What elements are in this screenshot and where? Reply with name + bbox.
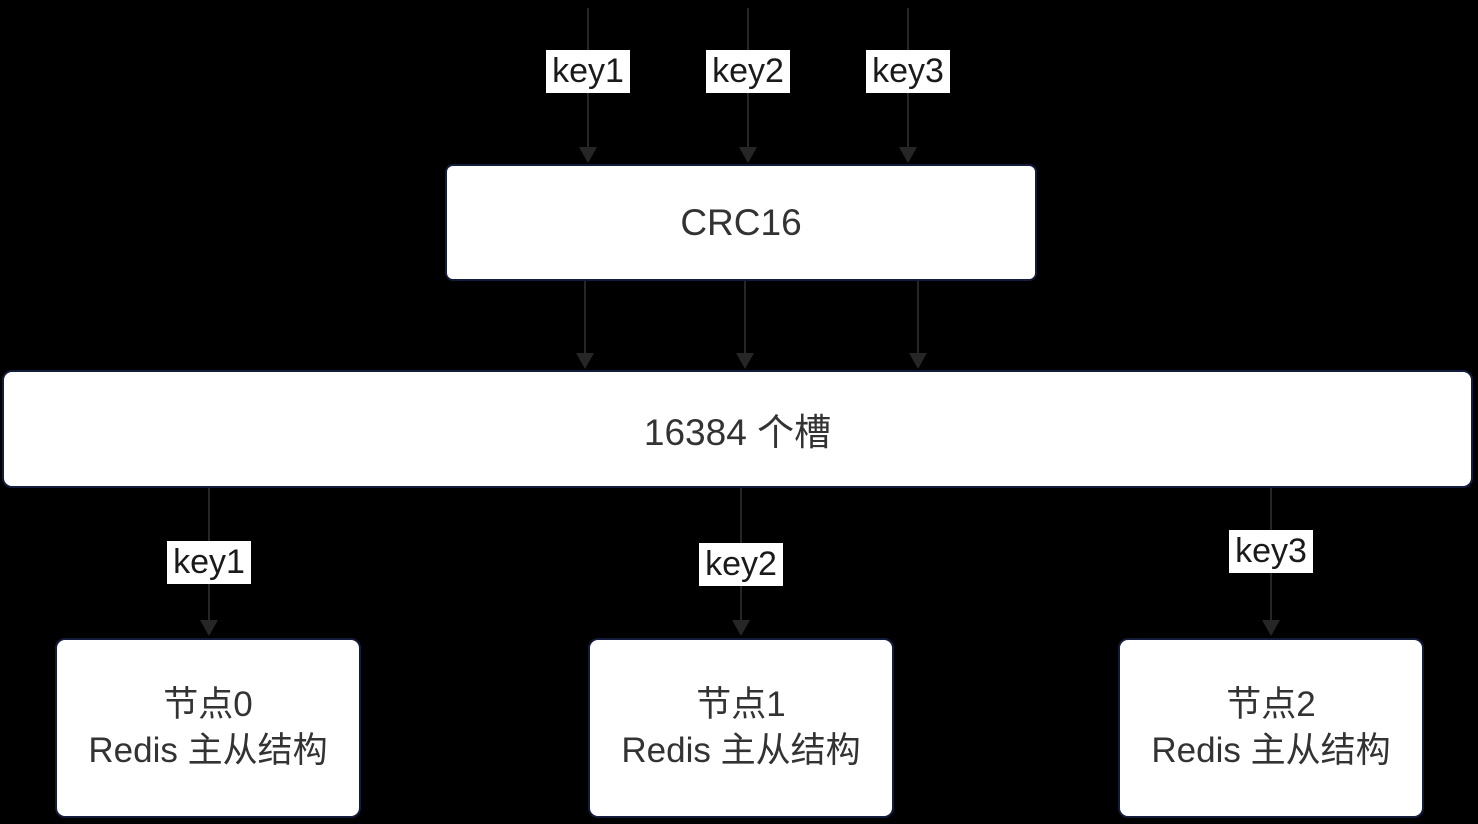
arrowhead-down-icon	[736, 353, 754, 369]
node1-box: 节点1 Redis 主从结构	[588, 638, 894, 818]
key3-label-bottom: key3	[1229, 530, 1313, 573]
arrowhead-down-icon	[739, 147, 757, 163]
node2-box: 节点2 Redis 主从结构	[1118, 638, 1424, 818]
crc16-box: CRC16	[445, 164, 1037, 281]
arrowhead-down-icon	[579, 147, 597, 163]
key1-label-top: key1	[546, 50, 630, 93]
node0-name: 节点0	[163, 684, 253, 724]
arrow-crc16-to-slots-2	[744, 281, 746, 355]
crc16-box-label: CRC16	[680, 201, 802, 243]
node1-desc: Redis 主从结构	[621, 731, 861, 770]
arrowhead-down-icon	[732, 620, 750, 636]
key3-label-top: key3	[866, 50, 950, 93]
node0-desc: Redis 主从结构	[88, 731, 328, 770]
key1-label-bottom: key1	[167, 541, 251, 584]
slots-box-label: 16384 个槽	[643, 412, 832, 453]
key2-label-bottom: key2	[699, 543, 783, 586]
node1-name: 节点1	[696, 684, 786, 724]
arrowhead-down-icon	[200, 620, 218, 636]
arrow-crc16-to-slots-3	[917, 281, 919, 355]
arrowhead-down-icon	[909, 353, 927, 369]
slots-box: 16384 个槽	[2, 370, 1473, 488]
arrow-crc16-to-slots-1	[584, 281, 586, 355]
arrowhead-down-icon	[899, 147, 917, 163]
node2-name: 节点2	[1226, 684, 1316, 724]
key2-label-top: key2	[706, 50, 790, 93]
node2-desc: Redis 主从结构	[1151, 731, 1391, 770]
node0-box: 节点0 Redis 主从结构	[55, 638, 361, 818]
arrowhead-down-icon	[1262, 620, 1280, 636]
arrowhead-down-icon	[576, 353, 594, 369]
